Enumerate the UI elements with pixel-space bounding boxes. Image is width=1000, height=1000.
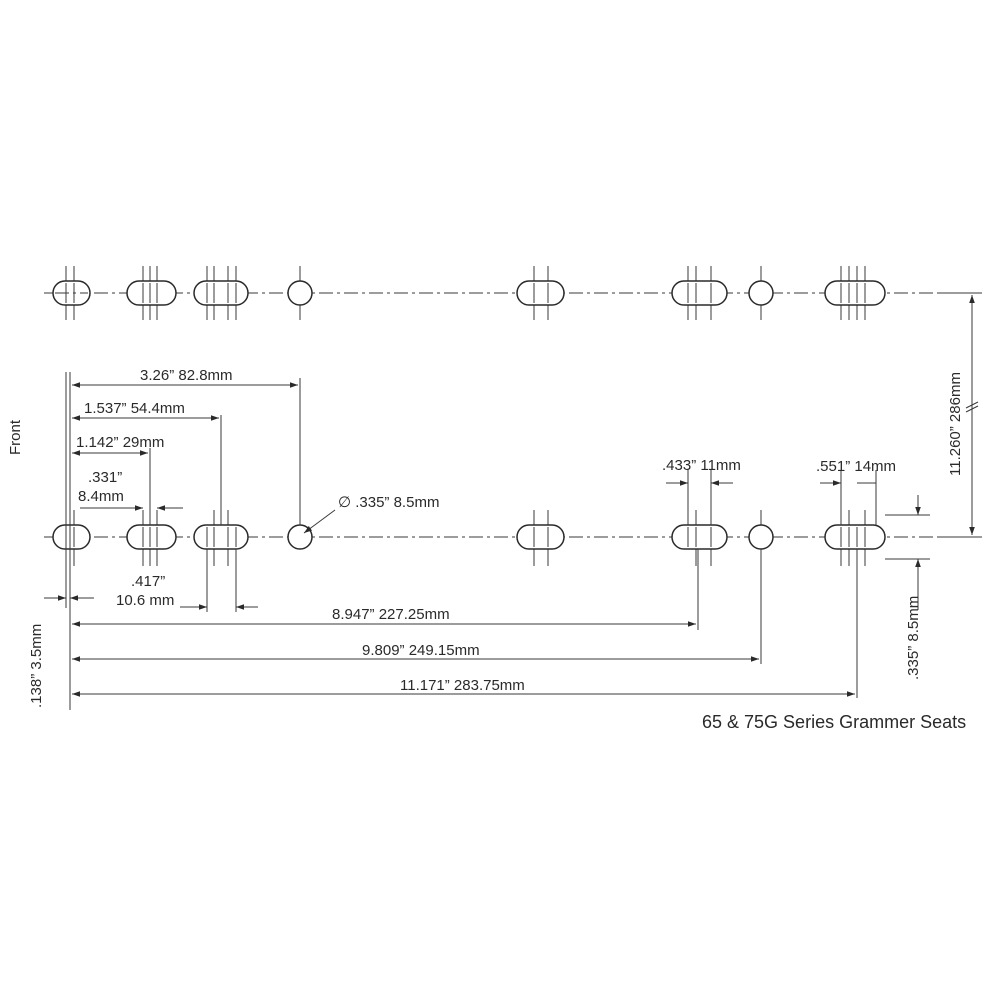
- dim-label-3-26: 3.26” 82.8mm: [140, 367, 233, 384]
- slot-hole: [193, 524, 249, 550]
- slot-hole: [671, 524, 728, 550]
- dimension-lines: [44, 295, 979, 697]
- round-hole: [287, 280, 313, 306]
- top-row-holes: [52, 280, 886, 306]
- round-hole: [287, 524, 313, 550]
- round-hole: [748, 524, 774, 550]
- dim-label-1-142: 1.142” 29mm: [76, 434, 164, 451]
- dim-label-433: .433” 11mm: [662, 457, 741, 474]
- drawing-caption: 65 & 75G Series Grammer Seats: [702, 712, 966, 732]
- dim-label-8-947: 8.947” 227.25mm: [332, 606, 450, 623]
- dim-label-11-260: 11.260” 286mm: [947, 372, 964, 476]
- slot-hole: [52, 280, 91, 306]
- slot-hole: [126, 524, 177, 550]
- slot-hole: [126, 280, 177, 306]
- top-row-hole-inner-ticks: [55, 283, 866, 303]
- dim-label-331-mm: 8.4mm: [78, 488, 124, 505]
- dim-label-335-vertical: .335” 8.5mm: [905, 596, 922, 680]
- extension-lines: [65, 292, 982, 710]
- front-label: Front: [7, 419, 24, 455]
- dim-label-551: .551” 14mm: [816, 458, 896, 475]
- slot-hole: [516, 280, 565, 306]
- dim-label-1-537: 1.537” 54.4mm: [84, 400, 185, 417]
- slot-hole: [193, 280, 249, 306]
- slot-hole: [516, 524, 565, 550]
- dim-label-417-mm: 10.6 mm: [116, 592, 174, 609]
- round-hole: [748, 280, 774, 306]
- dim-label-138: .138” 3.5mm: [28, 624, 45, 708]
- bottom-row-hole-ticks: [73, 510, 866, 566]
- leader-diameter: [303, 509, 336, 534]
- bottom-row-holes: [52, 524, 886, 550]
- slot-hole: [52, 524, 91, 550]
- dim-label-331-inch: .331”: [88, 469, 122, 486]
- dim-label-diameter: ∅ .335” 8.5mm: [338, 494, 439, 511]
- slot-hole: [824, 280, 886, 306]
- slot-hole: [824, 524, 886, 550]
- dim-label-11-171: 11.171” 283.75mm: [400, 677, 525, 694]
- dim-label-417-inch: .417”: [131, 573, 165, 590]
- slot-hole: [671, 280, 728, 306]
- dim-label-9-809: 9.809” 249.15mm: [362, 642, 480, 659]
